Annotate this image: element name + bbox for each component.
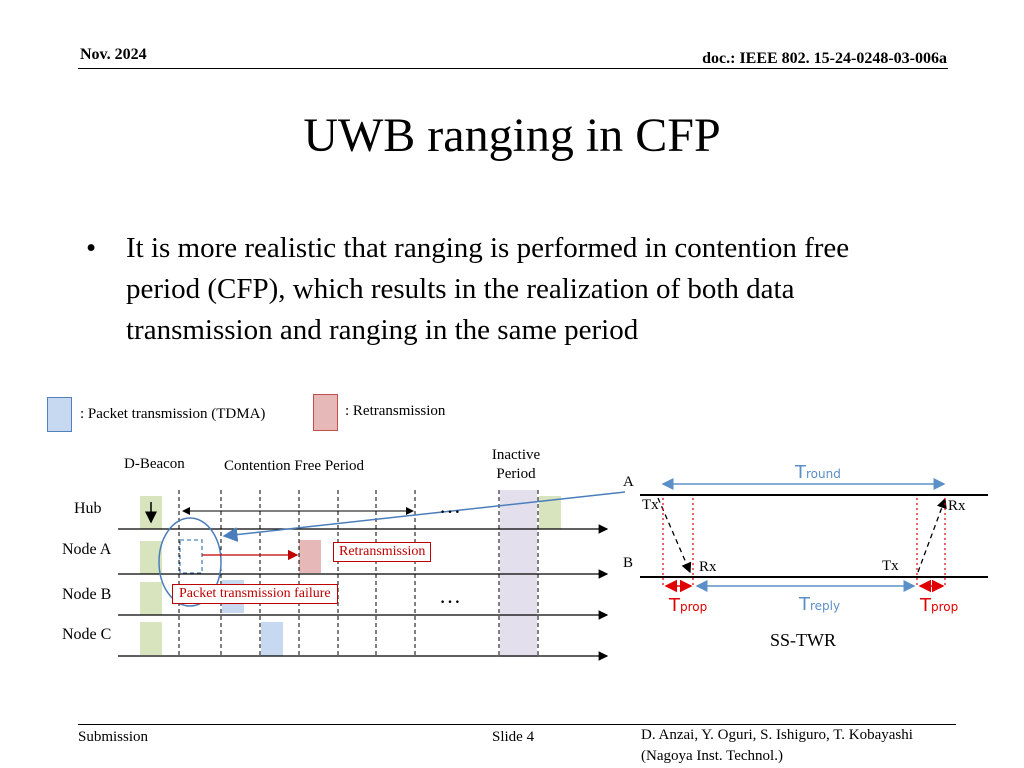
dbeacon-label: D-Beacon — [124, 456, 185, 472]
inactive-label-line2: Period — [496, 466, 536, 482]
retransmission-tag: Retransmission — [333, 542, 432, 562]
header-rule — [78, 68, 948, 69]
legend-packet-label: : Packet transmission (TDMA) — [80, 406, 266, 422]
header-doc-id: doc.: IEEE 802. 15-24-0248-03-006a — [702, 50, 947, 67]
cfp-label: Contention Free Period — [224, 458, 364, 474]
failed-packet-node-a — [179, 539, 203, 574]
dbeacon-node-c — [140, 622, 162, 655]
t-round-sub: round — [806, 467, 841, 481]
sstwr-rx-b: Rx — [699, 559, 717, 575]
bullet-dot: • — [86, 232, 97, 264]
t-prop-right-sub: prop — [931, 600, 959, 614]
dbeacon-node-a — [140, 541, 162, 574]
row-label-hub: Hub — [74, 500, 102, 517]
t-round-main: T — [795, 462, 806, 483]
tx-signal-b-to-a — [917, 497, 947, 573]
slide-title: UWB ranging in CFP — [303, 109, 721, 162]
legend-retransmission-swatch — [313, 394, 338, 431]
sstwr-tx-a: Tx — [642, 497, 659, 513]
footer-rule — [78, 724, 956, 725]
footer-affiliation: (Nagoya Inst. Technol.) — [641, 748, 783, 764]
failure-tag: Packet transmission failure — [172, 584, 338, 604]
legend-retransmission-label: : Retransmission — [345, 403, 446, 419]
t-prop-left-sub: prop — [680, 600, 708, 614]
row-label-node-a: Node A — [62, 541, 112, 558]
failure-highlight-circle — [158, 517, 222, 607]
footer-authors: D. Anzai, Y. Oguri, S. Ishiguro, T. Koba… — [641, 727, 913, 743]
row-label-node-b: Node B — [62, 586, 112, 603]
sstwr-node-a-label: A — [623, 474, 634, 490]
inactive-label-line1: Inactive — [491, 447, 541, 463]
t-reply-sub: reply — [810, 599, 841, 613]
sstwr-node-b-label: B — [623, 555, 634, 571]
retx-packet-node-a — [299, 540, 321, 573]
t-prop-right-main: T — [920, 595, 931, 616]
zoom-pointer-arrow — [222, 491, 626, 542]
sstwr-caption: SS-TWR — [770, 630, 837, 650]
sstwr-rx-a: Rx — [948, 498, 966, 514]
footer-submission: Submission — [78, 729, 149, 745]
tx-signal-a-to-b — [657, 497, 692, 574]
dbeacon-node-b — [140, 582, 162, 615]
inactive-period-label: Inactive Period — [482, 446, 550, 484]
t-round-label: Tround — [795, 462, 841, 483]
t-prop-left-main: T — [669, 595, 680, 616]
t-prop-left-label: Tprop — [669, 595, 707, 616]
legend-packet-swatch — [47, 397, 72, 432]
ellipsis-bottom: … — [439, 583, 462, 608]
row-label-node-c: Node C — [62, 626, 112, 643]
packet-node-c — [261, 622, 283, 656]
header-date: Nov. 2024 — [80, 46, 147, 63]
bullet-text: It is more realistic that ranging is per… — [126, 232, 850, 346]
sstwr-tx-b: Tx — [882, 558, 899, 574]
footer-slide-number: Slide 4 — [492, 729, 535, 745]
dbeacon-hub-next — [539, 496, 561, 529]
t-reply-main: T — [799, 594, 810, 615]
ellipsis-top: … — [439, 493, 462, 518]
t-prop-right-label: Tprop — [920, 595, 958, 616]
t-reply-label: Treply — [799, 594, 840, 615]
